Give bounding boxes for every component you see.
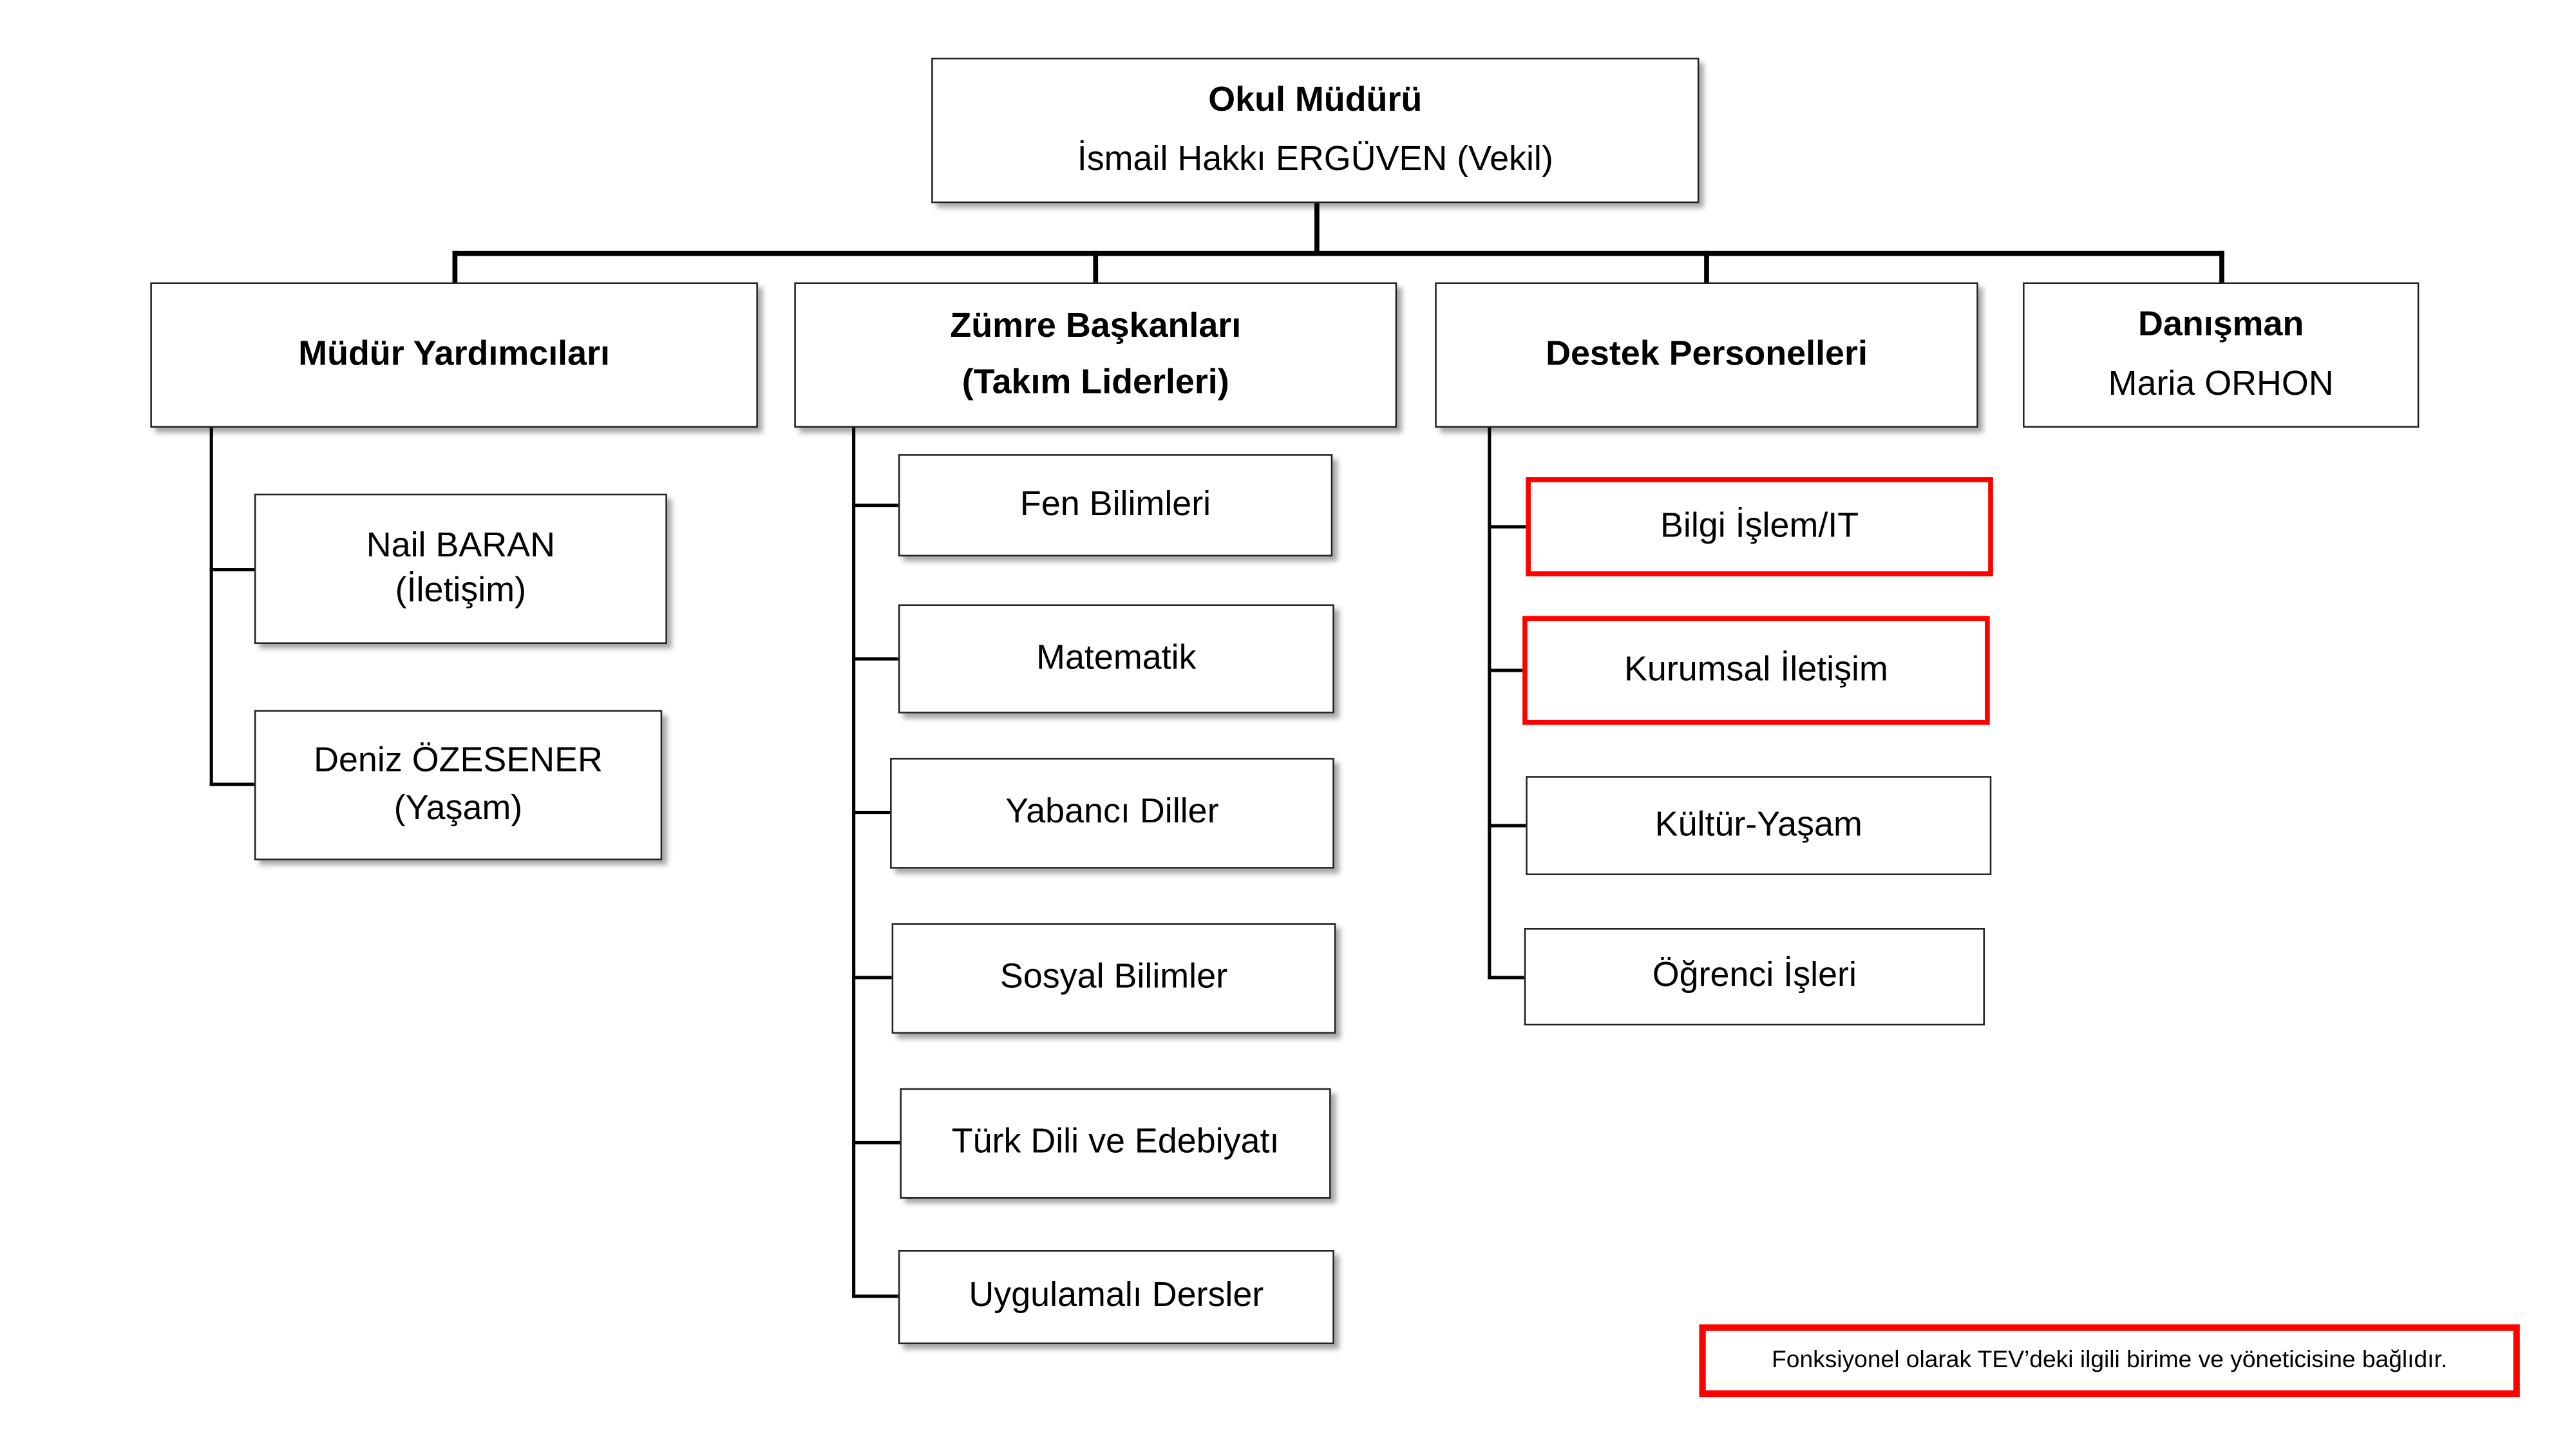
connector [452,250,2224,256]
department-heads-title: Zümre Başkanları [950,307,1242,345]
department-label: Matematik [1036,638,1197,677]
support-unit-label: Bilgi İşlem/IT [1660,506,1859,545]
department-box: Matematik [898,604,1334,714]
support-staff-title: Destek Personelleri [1546,335,1868,374]
department-label: Türk Dili ve Edebiyatı [951,1123,1280,1162]
connector [1313,203,1319,254]
connector [852,1294,898,1298]
department-heads-subtitle: (Takım Liderleri) [961,363,1229,402]
vice-principal-name: Deniz ÖZESENER [314,741,603,780]
principal-name: İsmail Hakkı ERGÜVEN (Vekil) [1077,140,1553,178]
department-label: Sosyal Bilimler [999,958,1228,996]
connector [209,782,254,786]
support-unit-label: Kurumsal İletişim [1624,650,1888,688]
support-unit-box: Kültür-Yaşam [1526,776,1992,875]
connector [852,810,892,815]
support-unit-box: Öğrenci İşleri [1524,928,1985,1026]
department-box: Türk Dili ve Edebiyatı [900,1088,1331,1199]
connector [852,428,856,1298]
department-box: Sosyal Bilimler [891,923,1336,1034]
principal-title: Okul Müdürü [1208,80,1423,118]
vice-principal-area: (İletişim) [395,570,527,609]
connector [1488,976,1524,980]
department-box: Fen Bilimleri [898,454,1333,557]
connector [1488,668,1523,672]
connector [852,657,898,661]
connector [1093,250,1099,283]
connector [209,428,213,786]
connector [1488,824,1526,828]
department-label: Fen Bilimleri [1019,485,1211,524]
principal-box: Okul Müdürü İsmail Hakkı ERGÜVEN (Vekil) [931,57,1700,204]
support-unit-box-highlighted: Bilgi İşlem/IT [1526,477,1993,576]
vice-principals-title: Müdür Yardımcıları [298,335,610,374]
advisor-box: Danışman Maria ORHON [2023,282,2420,428]
department-label: Uygulamalı Dersler [969,1276,1264,1315]
department-box: Uygulamalı Dersler [898,1250,1334,1345]
department-heads-box: Zümre Başkanları (Takım Liderleri) [794,282,1397,428]
connector [852,1141,900,1144]
connector [452,250,458,283]
note-text: Fonksiyonel olarak TEV’deki ilgili birim… [1772,1347,2448,1374]
connector [1704,250,1709,283]
vice-principals-box: Müdür Yardımcıları [150,282,758,428]
department-box: Yabancı Diller [890,757,1334,869]
department-label: Yabancı Diller [1005,793,1219,831]
connector [852,504,898,507]
connector [852,976,892,980]
connector [1488,525,1526,529]
support-unit-label: Öğrenci İşleri [1652,956,1857,995]
vice-principal-box: Deniz ÖZESENER (Yaşam) [254,710,663,860]
vice-principal-box: Nail BARAN (İletişim) [254,493,667,644]
advisor-name: Maria ORHON [2108,365,2334,403]
support-staff-box: Destek Personelleri [1435,282,1978,428]
connector [2219,250,2224,283]
support-unit-label: Kültür-Yaşam [1654,805,1862,844]
connector [209,568,254,572]
vice-principal-area: (Yaşam) [393,788,523,827]
connector [1488,428,1492,980]
support-unit-box-highlighted: Kurumsal İletişim [1522,616,1990,725]
note-box: Fonksiyonel olarak TEV’deki ilgili birim… [1699,1324,2520,1397]
vice-principal-name: Nail BARAN [366,527,556,565]
advisor-title: Danışman [2138,305,2304,343]
